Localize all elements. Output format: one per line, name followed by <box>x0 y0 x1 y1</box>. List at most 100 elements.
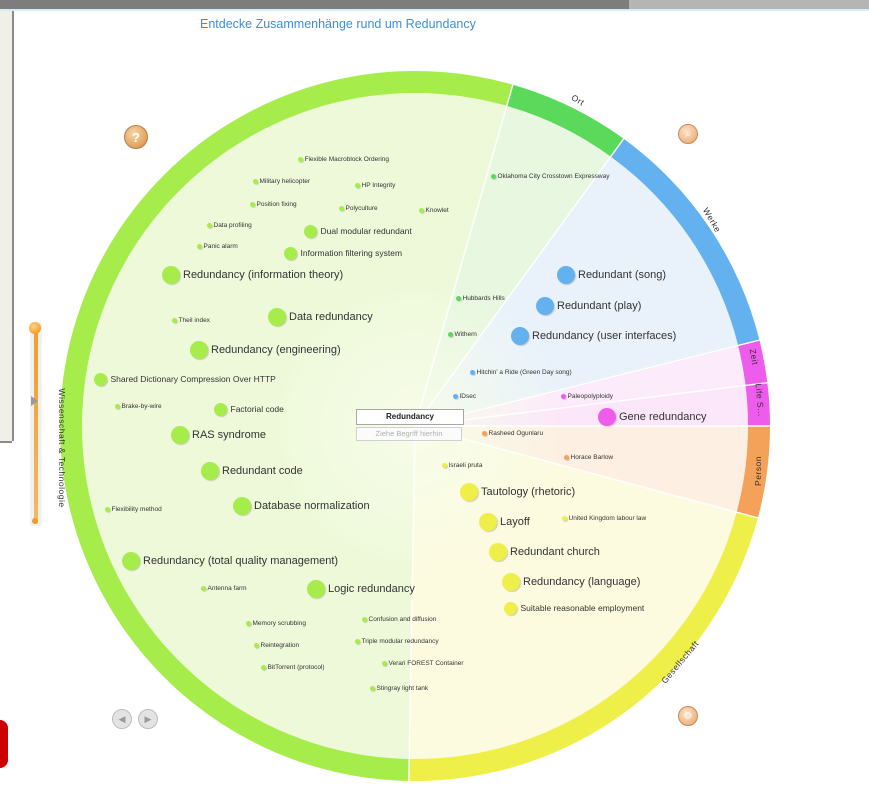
node-flexible-macroblock[interactable]: Flexible Macroblock Ordering <box>297 155 390 163</box>
node-dot[interactable] <box>481 430 487 436</box>
node-dot[interactable] <box>460 483 478 501</box>
next-button[interactable]: ▶ <box>138 709 158 729</box>
node-label[interactable]: Horace Barlow <box>570 453 614 461</box>
node-redundant-play[interactable]: Redundant (play) <box>536 297 641 315</box>
node-label[interactable]: Redundant church <box>510 546 600 558</box>
node-label[interactable]: BitTorrent (protocol) <box>267 663 325 671</box>
node-dot[interactable] <box>560 393 566 399</box>
node-label[interactable]: Oklahoma City Crosstown Expressway <box>497 172 610 180</box>
ring-gesellschaft[interactable] <box>408 512 758 782</box>
node-withern[interactable]: Withern <box>447 330 477 338</box>
node-hitchin-ride[interactable]: Hitchin' a Ride (Green Day song) <box>469 368 572 376</box>
node-label[interactable]: Withern <box>454 330 477 338</box>
node-tautology[interactable]: Tautology (rhetoric) <box>460 483 575 501</box>
node-dot[interactable] <box>469 369 475 375</box>
node-bittorrent[interactable]: BitTorrent (protocol) <box>260 663 325 671</box>
node-verari[interactable]: Verari FOREST Container <box>381 659 464 667</box>
node-redundant-church[interactable]: Redundant church <box>489 543 600 561</box>
node-dot[interactable] <box>196 243 202 249</box>
node-idsec[interactable]: IDsec <box>452 392 477 400</box>
node-redundancy-ui[interactable]: Redundancy (user interfaces) <box>511 327 676 345</box>
node-label[interactable]: Reintegration <box>260 641 300 649</box>
node-label[interactable]: Memory scrubbing <box>252 619 306 627</box>
node-label[interactable]: Panic alarm <box>203 242 238 250</box>
node-uk-labour-law[interactable]: United Kingdom labour law <box>561 514 647 522</box>
node-dot[interactable] <box>260 664 266 670</box>
ring-life[interactable] <box>745 382 770 426</box>
node-dot[interactable] <box>93 372 107 386</box>
node-dot[interactable] <box>447 331 453 337</box>
node-dot[interactable] <box>441 462 447 468</box>
node-reintegration[interactable]: Reintegration <box>253 641 300 649</box>
node-dot[interactable] <box>162 266 180 284</box>
node-redundancy-language[interactable]: Redundancy (language) <box>502 573 640 591</box>
node-label[interactable]: Antenna farm <box>207 584 247 592</box>
node-label[interactable]: Position fixing <box>256 200 297 208</box>
node-dot[interactable] <box>122 552 140 570</box>
node-dot[interactable] <box>361 616 367 622</box>
node-label[interactable]: IDsec <box>459 392 477 400</box>
node-label[interactable]: Theil index <box>178 316 210 324</box>
node-dot[interactable] <box>252 178 258 184</box>
node-label[interactable]: RAS syndrome <box>192 429 266 441</box>
node-dot[interactable] <box>511 327 529 345</box>
node-rasheed[interactable]: Rasheed Ogunlaru <box>481 429 544 437</box>
node-knowlet[interactable]: Knowlet <box>418 206 449 214</box>
node-brake-by-wire[interactable]: Brake-by-wire <box>114 403 162 410</box>
center-term[interactable]: Redundancy <box>356 409 464 425</box>
node-label[interactable]: Suitable reasonable employment <box>520 603 645 613</box>
node-label[interactable]: Redundant (song) <box>578 269 667 281</box>
node-label[interactable]: Triple modular redundancy <box>361 637 439 645</box>
node-suitable-employment[interactable]: Suitable reasonable employment <box>503 601 645 615</box>
node-redundancy-engineering[interactable]: Redundancy (engineering) <box>190 341 341 359</box>
category-label-wissenschaft[interactable]: Wissenschaft & Technologie <box>57 388 67 508</box>
node-label[interactable]: HP Integrity <box>361 181 396 189</box>
node-dot[interactable] <box>489 543 507 561</box>
node-factorial-code[interactable]: Factorial code <box>213 402 284 416</box>
node-dot[interactable] <box>104 506 110 512</box>
node-dot[interactable] <box>561 515 567 521</box>
node-label[interactable]: Stingray light tank <box>376 684 429 692</box>
node-label[interactable]: Redundancy (user interfaces) <box>532 330 677 342</box>
node-military-helicopter[interactable]: Military helicopter <box>252 178 310 185</box>
node-dot[interactable] <box>283 246 297 260</box>
node-label[interactable]: Redundancy (engineering) <box>211 344 341 356</box>
node-redundant-song[interactable]: Redundant (song) <box>557 266 666 284</box>
help-button[interactable]: ? <box>124 125 148 149</box>
node-label[interactable]: Israeli pruta <box>448 461 483 469</box>
prev-button[interactable]: ◀ <box>112 709 132 729</box>
node-label[interactable]: Flexible Macroblock Ordering <box>304 155 390 163</box>
node-polyculture[interactable]: Polyculture <box>338 205 378 212</box>
node-label[interactable]: Confusion and diffusion <box>368 615 437 623</box>
node-label[interactable]: Knowlet <box>425 206 449 214</box>
node-dot[interactable] <box>490 173 496 179</box>
node-redundancy-info-theory[interactable]: Redundancy (information theory) <box>162 266 343 284</box>
node-label[interactable]: Paleopolyploidy <box>567 392 614 400</box>
node-label[interactable]: Verari FOREST Container <box>388 659 464 667</box>
node-dot[interactable] <box>171 317 177 323</box>
ring-zeit[interactable] <box>738 340 768 386</box>
node-label[interactable]: Rasheed Ogunlaru <box>488 429 544 437</box>
node-dot[interactable] <box>455 295 461 301</box>
node-label[interactable]: Data profiling <box>213 221 252 229</box>
node-confusion-diffusion[interactable]: Confusion and diffusion <box>361 615 437 623</box>
node-label[interactable]: United Kingdom labour law <box>568 514 647 522</box>
node-dot[interactable] <box>354 638 360 644</box>
node-triple-modular[interactable]: Triple modular redundancy <box>354 637 439 645</box>
node-dot[interactable] <box>233 497 251 515</box>
node-memory-scrubbing[interactable]: Memory scrubbing <box>245 619 306 627</box>
node-label[interactable]: Redundant code <box>222 465 303 477</box>
category-label-person[interactable]: Person <box>753 456 763 486</box>
node-dot[interactable] <box>503 601 517 615</box>
ring-ort[interactable] <box>506 84 624 157</box>
node-dot[interactable] <box>249 201 255 207</box>
node-position-fixing[interactable]: Position fixing <box>249 200 297 208</box>
node-label[interactable]: Hitchin' a Ride (Green Day song) <box>476 368 572 376</box>
node-dot[interactable] <box>502 573 520 591</box>
node-database-normalization[interactable]: Database normalization <box>233 497 370 515</box>
node-dot[interactable] <box>190 341 208 359</box>
node-horace[interactable]: Horace Barlow <box>563 453 614 461</box>
node-oklahoma[interactable]: Oklahoma City Crosstown Expressway <box>490 172 610 180</box>
node-dot[interactable] <box>452 393 458 399</box>
node-paleopolyploidy[interactable]: Paleopolyploidy <box>560 392 614 400</box>
